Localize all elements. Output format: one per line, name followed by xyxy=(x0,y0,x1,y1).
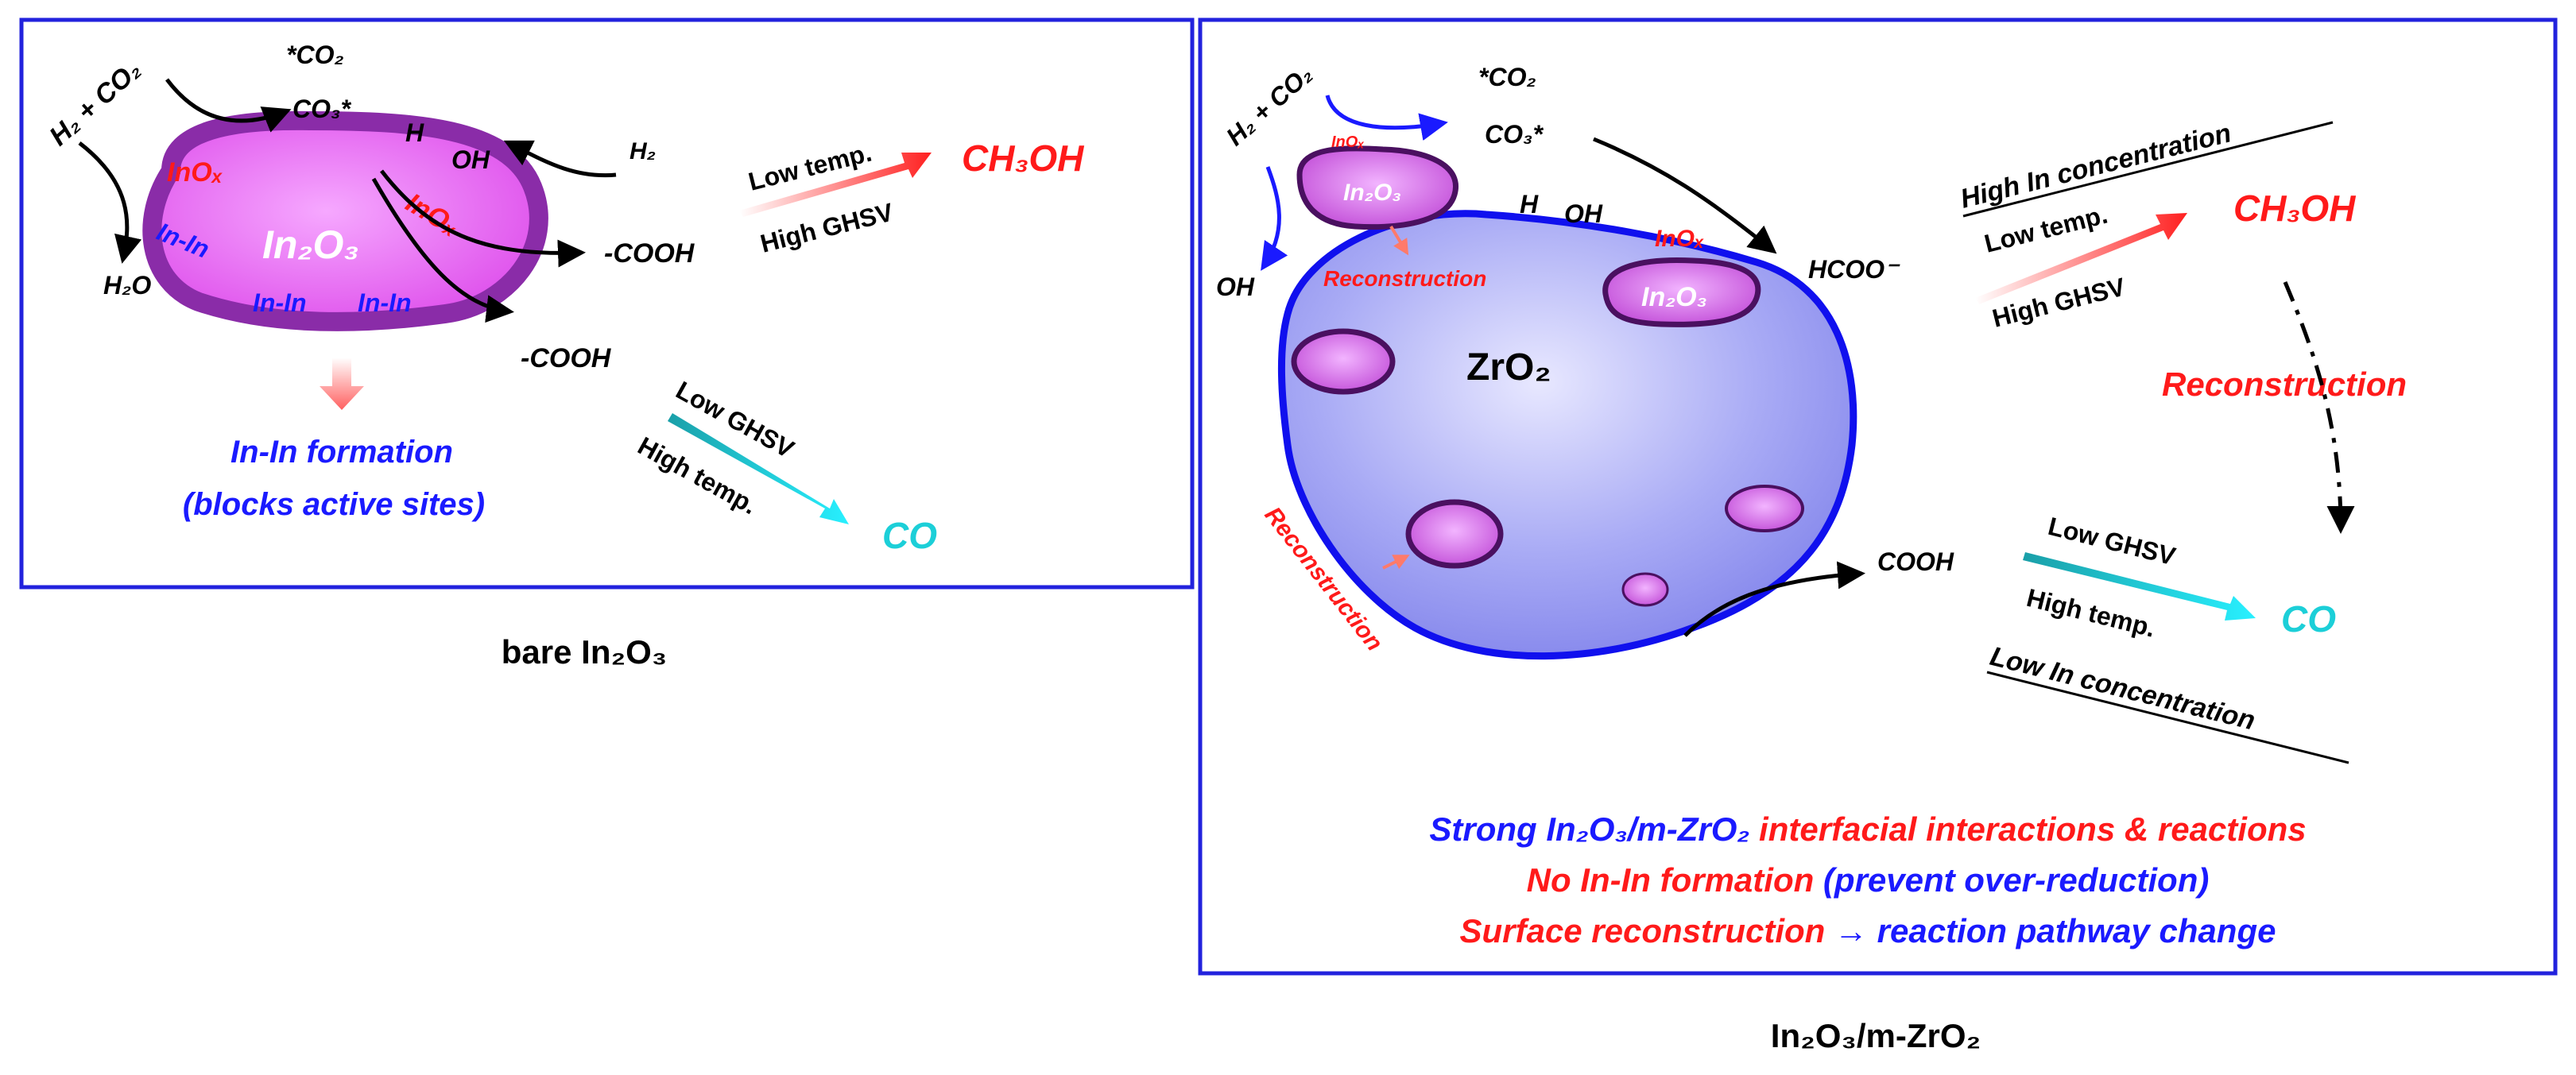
right-inox-label-1: InOₓ xyxy=(1331,133,1364,151)
right-reconstruct-arrow-1 xyxy=(1389,225,1409,256)
right-inox-top: InOₓ xyxy=(1655,226,1704,252)
left-inox-a: InOₓ xyxy=(167,157,223,188)
right-dashdot-arrow xyxy=(2283,281,2355,534)
left-arrow-co2-to-co3 xyxy=(165,78,292,133)
left-co2-ads: *CO₂ xyxy=(286,41,344,69)
left-co: CO xyxy=(882,515,937,556)
right-arrow-to-cooh xyxy=(1683,561,1865,637)
left-oh: OH xyxy=(451,145,490,174)
left-note-1: In-In formation xyxy=(230,435,453,470)
right-panel-frame xyxy=(1198,17,2558,976)
right-reconstruction-3: Reconstruction xyxy=(2162,365,2407,403)
right-summary-3a: Surface reconstruction xyxy=(1460,912,1826,949)
right-reconstruct-arrow-2 xyxy=(1382,555,1410,570)
right-cond-low-in: Low In concentration xyxy=(1987,641,2258,737)
left-note-2: (blocks active sites) xyxy=(183,487,485,522)
right-h: H xyxy=(1520,190,1539,218)
right-cond-high-in-underline xyxy=(1962,121,2334,218)
right-hcoo: HCOO⁻ xyxy=(1808,255,1900,284)
left-arrow-h2-in xyxy=(503,140,617,178)
right-in2o3-label-2: In₂O₃ xyxy=(1641,282,1707,312)
left-cond2-b: High temp. xyxy=(633,431,762,520)
left-h2o: H₂O xyxy=(103,271,151,300)
left-cooh-a: -COOH xyxy=(604,238,695,269)
right-oh: OH xyxy=(1564,199,1603,228)
right-small-particle-b xyxy=(1405,499,1504,569)
right-reconstruction-1: Reconstruction xyxy=(1323,266,1486,291)
right-cond-high-in: High In concentration xyxy=(1958,118,2234,214)
right-arrow-oh-out xyxy=(1261,166,1288,271)
zro2-label: ZrO₂ xyxy=(1466,346,1551,389)
left-inin-b: In-In xyxy=(253,288,307,317)
right-co-arrow xyxy=(2023,552,2256,621)
right-summary-3: Surface reconstruction → reaction pathwa… xyxy=(1460,912,2276,949)
right-arrow-co2-in xyxy=(1325,95,1448,141)
left-co3: CO₃* xyxy=(292,95,351,123)
right-summary-1a: Strong In₂O₃/m-ZrO₂ xyxy=(1429,810,1749,848)
in2o3-particle xyxy=(142,110,548,331)
left-arrow-to-h2o xyxy=(78,141,142,264)
left-arrow-to-cooh-b xyxy=(371,177,514,323)
right-in2o3-label-1: In₂O₃ xyxy=(1343,180,1401,206)
right-summary-1: Strong In₂O₃/m-ZrO₂ interfacial interact… xyxy=(1429,810,2306,848)
left-h: H xyxy=(405,118,424,147)
left-arrow-to-cooh-a xyxy=(380,169,586,268)
left-co-arrow xyxy=(668,413,849,524)
right-ch3oh: CH₃OH xyxy=(2233,188,2356,229)
right-co2-ads: *CO₂ xyxy=(1478,63,1536,91)
left-reactants: H₂ + CO₂ xyxy=(44,55,147,152)
left-cond2-a: Low GHSV xyxy=(672,376,800,464)
right-cond1-b: High GHSV xyxy=(1989,272,2129,332)
right-in2o3-particle-2 xyxy=(1602,257,1761,327)
right-cond-low-in-underline xyxy=(1986,671,2349,764)
right-co3: CO₃* xyxy=(1485,120,1544,149)
left-ch3oh-arrow xyxy=(739,153,932,217)
left-ch3oh: CH₃OH xyxy=(962,137,1084,179)
left-down-arrow xyxy=(320,358,364,410)
right-arrow-to-hcoo xyxy=(1593,137,1777,254)
left-cond1-a: Low temp. xyxy=(746,138,874,196)
right-cond1-a: Low temp. xyxy=(1981,200,2110,258)
right-co: CO xyxy=(2281,598,2336,640)
left-caption: bare In₂O₃ xyxy=(502,633,667,671)
right-in2o3-particle-1 xyxy=(1296,145,1458,230)
right-summary-2: No In-In formation (prevent over-reducti… xyxy=(1527,861,2210,899)
right-small-particle-d xyxy=(1621,572,1669,607)
right-caption: In₂O₃/m-ZrO₂ xyxy=(1771,1017,1981,1054)
right-small-particle-c xyxy=(1725,485,1804,532)
left-cooh-b: -COOH xyxy=(521,343,612,373)
right-cooh: COOH xyxy=(1877,547,1954,576)
right-summary-1b: interfacial interactions & reactions xyxy=(1749,810,2306,848)
right-summary-3b: → reaction pathway change xyxy=(1825,912,2276,949)
left-particle-label: In₂O₃ xyxy=(262,222,359,267)
right-ch3oh-arrow xyxy=(1975,213,2187,304)
right-reactants: H₂ + CO₂ xyxy=(1221,60,1318,151)
right-oh-left: OH xyxy=(1216,273,1255,301)
right-cond2-a: Low GHSV xyxy=(2045,512,2179,571)
right-cond2-b: High temp. xyxy=(2024,583,2158,643)
left-h2: H₂ xyxy=(629,138,656,164)
left-panel-frame xyxy=(19,17,1195,590)
right-small-particle-a xyxy=(1291,328,1396,395)
left-inin-c: In-In xyxy=(358,288,412,317)
right-summary-2b: (prevent over-reduction) xyxy=(1814,861,2209,899)
right-summary-2a: No In-In formation xyxy=(1527,861,1815,899)
